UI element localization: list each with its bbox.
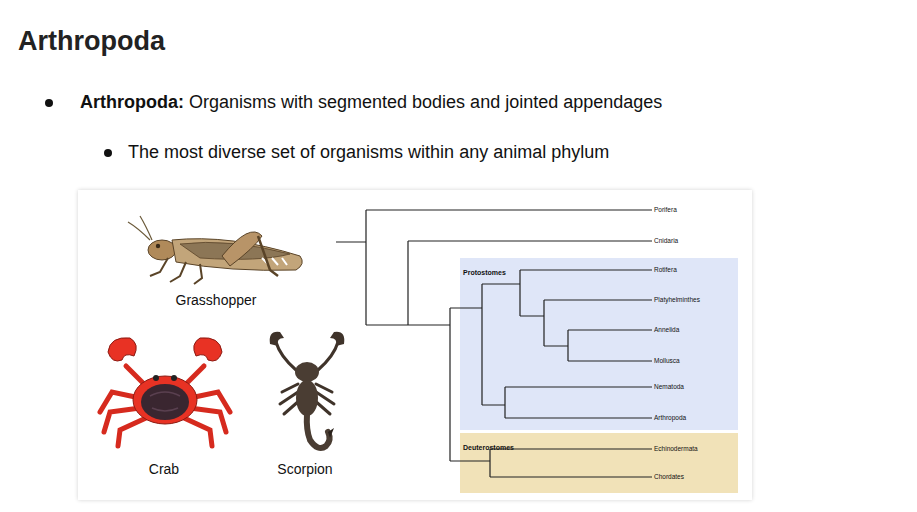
- taxon-label: Porifera: [654, 206, 677, 214]
- tree-branches: [336, 210, 652, 477]
- bullet-text: Organisms with segmented bodies and join…: [189, 92, 662, 114]
- taxon-label: Rotifera: [654, 266, 677, 274]
- taxon-label: Nematoda: [654, 383, 684, 391]
- band-heading: Protostomes: [463, 269, 506, 276]
- grasshopper-illustration: [128, 216, 302, 284]
- clade-band: Deuterostomes: [460, 433, 738, 493]
- sub-bullet-text: The most diverse set of organisms within…: [128, 142, 609, 164]
- figure-label: Scorpion: [277, 461, 332, 478]
- bullet-dot: [104, 149, 112, 157]
- taxon-label: Cnidaria: [654, 237, 678, 245]
- taxon-label: Chordates: [654, 473, 684, 481]
- bullet-term: Arthropoda:: [80, 92, 184, 114]
- scorpion-illustration: [270, 332, 345, 448]
- taxon-label: Arthropoda: [654, 414, 686, 422]
- slide-title: Arthropoda: [18, 26, 165, 57]
- taxon-label: Mollusca: [654, 357, 680, 365]
- figure-label: Grasshopper: [176, 292, 257, 309]
- taxon-label: Annelida: [654, 326, 679, 334]
- taxon-label: Echinodermata: [654, 445, 698, 453]
- band-heading: Deuterostomes: [463, 444, 514, 451]
- crab-illustration: [100, 338, 230, 446]
- taxon-label: Platyhelminthes: [654, 296, 700, 304]
- bullet-dot: [45, 99, 53, 107]
- figure-label: Crab: [149, 461, 179, 478]
